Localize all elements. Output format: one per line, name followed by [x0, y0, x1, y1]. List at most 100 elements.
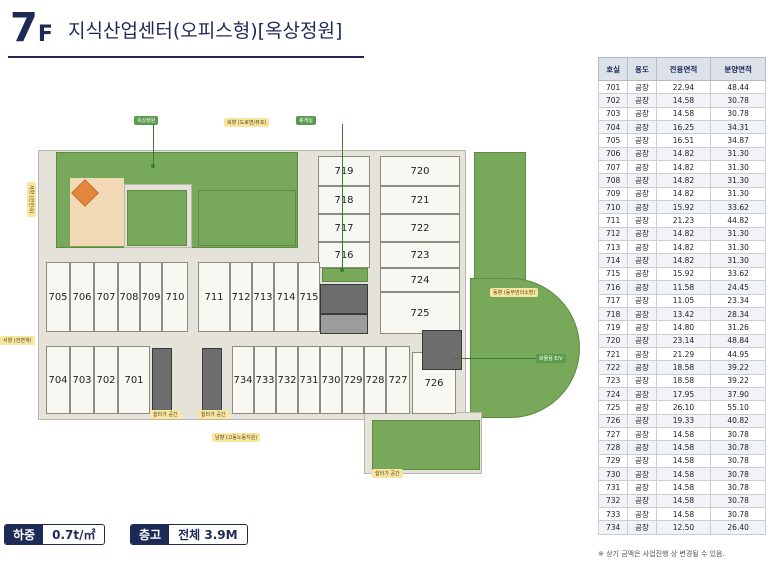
cell-exclusive-area: 14.58: [655, 106, 712, 122]
unit-706[interactable]: 706: [70, 262, 94, 332]
cell-use: 공장: [627, 400, 657, 415]
floor-suffix: F: [37, 22, 53, 47]
unit-708[interactable]: 708: [118, 262, 140, 332]
unit-727[interactable]: 727: [386, 346, 410, 414]
unit-722[interactable]: 722: [380, 214, 460, 242]
cell-exclusive-area: 14.58: [655, 93, 712, 108]
unit-709[interactable]: 709: [140, 262, 162, 332]
cell-use: 공장: [627, 293, 657, 308]
page-title: 지식산업센터(오피스형)[옥상정원]: [68, 20, 343, 42]
cell-sale-area: 31.30: [710, 146, 766, 162]
unit-710[interactable]: 710: [162, 262, 188, 332]
cell-unit: 720: [597, 333, 629, 348]
cell-use: 공장: [627, 120, 657, 135]
cell-unit: 711: [597, 213, 629, 228]
cell-use: 공장: [627, 426, 657, 442]
cell-exclusive-area: 14.58: [655, 426, 712, 442]
unit-728[interactable]: 728: [364, 346, 386, 414]
unit-715[interactable]: 715: [298, 262, 320, 332]
cell-exclusive-area: 18.58: [655, 360, 712, 375]
cell-sale-area: 33.62: [710, 200, 766, 215]
unit-723[interactable]: 723: [380, 242, 460, 268]
unit-704[interactable]: 704: [46, 346, 70, 414]
unit-721[interactable]: 721: [380, 186, 460, 214]
cell-unit: 708: [597, 173, 629, 188]
pin-dot-garden: [151, 164, 155, 168]
cell-unit: 723: [597, 373, 629, 388]
unit-703[interactable]: 703: [70, 346, 94, 414]
unit-707[interactable]: 707: [94, 262, 118, 332]
cell-unit: 706: [597, 146, 629, 162]
cell-use: 공장: [627, 413, 657, 428]
cell-exclusive-area: 14.58: [655, 493, 712, 509]
cell-unit: 724: [597, 386, 629, 402]
unit-716[interactable]: 716: [318, 242, 370, 268]
cell-use: 공장: [627, 440, 657, 455]
unit-732[interactable]: 732: [276, 346, 298, 414]
floor-digit: 7: [10, 5, 38, 51]
cell-use: 공장: [627, 493, 657, 509]
cell-unit: 718: [597, 306, 629, 322]
unit-725[interactable]: 725: [380, 292, 460, 334]
garden-bed-right: [198, 190, 296, 246]
unit-729[interactable]: 729: [342, 346, 364, 414]
unit-720[interactable]: 720: [380, 156, 460, 186]
unit-724[interactable]: 724: [380, 268, 460, 292]
cell-use: 공장: [627, 506, 657, 522]
cell-sale-area: 31.30: [710, 173, 766, 188]
cell-sale-area: 31.30: [710, 240, 766, 255]
garden-bed-center: [127, 190, 187, 246]
col-header-exclusive-area: 전용면적: [655, 57, 712, 81]
unit-705[interactable]: 705: [46, 262, 70, 332]
unit-733[interactable]: 733: [254, 346, 276, 414]
unit-702[interactable]: 702: [94, 346, 118, 414]
cell-unit: 701: [597, 79, 629, 95]
cell-use: 공장: [627, 280, 657, 295]
unit-713[interactable]: 713: [252, 262, 274, 332]
unit-719[interactable]: 719: [318, 156, 370, 186]
cell-unit: 734: [597, 520, 629, 535]
cell-sale-area: 30.78: [710, 506, 766, 522]
cell-unit: 709: [597, 186, 629, 202]
col-header-unit: 호실: [597, 57, 629, 81]
cell-sale-area: 24.45: [710, 280, 766, 295]
rooftop-garden-curve: [470, 278, 580, 418]
cell-use: 공장: [627, 79, 657, 95]
cell-use: 공장: [627, 386, 657, 402]
cell-unit: 730: [597, 466, 629, 482]
cell-unit: 705: [597, 133, 629, 148]
cell-use: 공장: [627, 360, 657, 375]
cell-exclusive-area: 14.82: [655, 253, 712, 268]
unit-717[interactable]: 717: [318, 214, 370, 242]
unit-730[interactable]: 730: [320, 346, 342, 414]
cell-use: 공장: [627, 266, 657, 282]
floor-load-label: 하중: [5, 525, 44, 544]
unit-701[interactable]: 701: [118, 346, 150, 414]
cell-use: 공장: [627, 226, 657, 242]
cell-exclusive-area: 21.23: [655, 213, 712, 228]
stair-core-north: [320, 284, 368, 314]
unit-712[interactable]: 712: [230, 262, 252, 332]
unit-718[interactable]: 718: [318, 186, 370, 214]
cell-exclusive-area: 18.58: [655, 373, 712, 388]
tag-elevator: 화물용 E/V: [536, 354, 566, 363]
unit-714[interactable]: 714: [274, 262, 298, 332]
unit-711[interactable]: 711: [198, 262, 230, 332]
cell-exclusive-area: 11.05: [655, 293, 712, 308]
unit-734[interactable]: 734: [232, 346, 254, 414]
unit-731[interactable]: 731: [298, 346, 320, 414]
cell-exclusive-area: 19.33: [655, 413, 712, 428]
restroom-core: [320, 314, 368, 334]
cell-use: 공장: [627, 480, 657, 495]
cell-unit: 713: [597, 240, 629, 255]
